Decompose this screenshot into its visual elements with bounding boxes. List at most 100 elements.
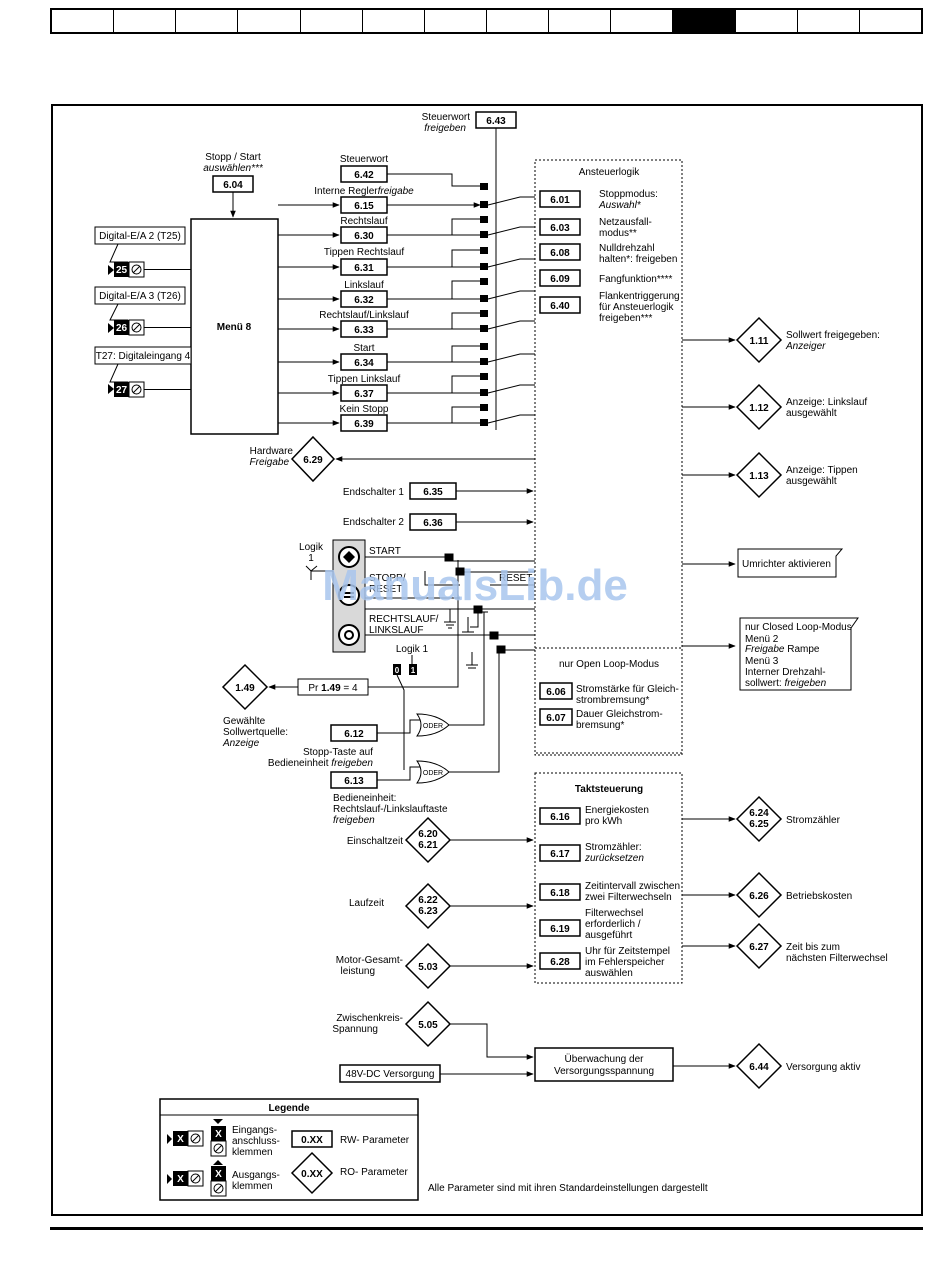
svg-text:Auswahl*: Auswahl*: [598, 200, 642, 211]
svg-text:im Fehlerspeicher: im Fehlerspeicher: [585, 957, 665, 968]
svg-text:6.16: 6.16: [550, 812, 570, 823]
svg-text:6.20: 6.20: [418, 829, 438, 840]
param-6-18: 6.18 Zeitintervall zwischen zwei Filterw…: [539, 881, 680, 903]
svg-text:Ausgangs-: Ausgangs-: [232, 1170, 280, 1181]
svg-text:25: 25: [116, 265, 128, 276]
output-6-24-6-25: 6.24 6.25 Stromzähler: [735, 795, 841, 843]
input-6-31: Tippen Rechtslauf 6.31: [278, 247, 480, 276]
umrichter-aktivieren-box: [737, 548, 844, 578]
input-6-15: Interne Reglerfreigabe 6.15: [278, 186, 481, 214]
svg-text:T27: Digitaleingang 4: T27: Digitaleingang 4: [96, 351, 191, 362]
page-nav-tabs: [50, 8, 923, 34]
svg-text:für Ansteuerlogik: für Ansteuerlogik: [599, 302, 674, 313]
svg-text:halten*: freigeben: halten*: freigeben: [599, 254, 677, 265]
svg-text:27: 27: [116, 385, 128, 396]
svg-text:Fangfunktion****: Fangfunktion****: [599, 274, 672, 285]
svg-text:6.30: 6.30: [354, 231, 374, 242]
svg-text:6.28: 6.28: [550, 957, 570, 968]
svg-text:auswählen***: auswählen***: [203, 163, 264, 174]
svg-text:klemmen: klemmen: [232, 1147, 273, 1158]
nav-tab[interactable]: [487, 10, 550, 32]
svg-text:Anzeige: Tippen: Anzeige: Tippen: [786, 465, 858, 476]
svg-text:zwei Filterwechseln: zwei Filterwechseln: [585, 892, 672, 903]
svg-text:6.40: 6.40: [550, 301, 570, 312]
svg-text:Sollwertquelle:: Sollwertquelle:: [223, 727, 288, 738]
svg-text:Gewählte: Gewählte: [223, 716, 266, 727]
direction-key-icon[interactable]: [338, 624, 360, 646]
svg-text:Motor-Gesamt-: Motor-Gesamt-: [336, 955, 403, 966]
ansteuerlogik-title: Ansteuerlogik: [579, 167, 641, 178]
svg-text:Zeit bis zum: Zeit bis zum: [786, 942, 840, 953]
svg-text:6.43: 6.43: [486, 116, 506, 127]
svg-text:Eingangs-: Eingangs-: [232, 1125, 277, 1136]
svg-text:sollwert: freigeben: sollwert: freigeben: [745, 678, 827, 689]
param-6-16: 6.16 Energiekosten pro kWh: [539, 805, 649, 827]
svg-text:6.04: 6.04: [223, 180, 243, 191]
nav-tab-active[interactable]: [673, 10, 736, 32]
svg-text:Kein Stopp: Kein Stopp: [340, 404, 389, 415]
svg-text:ausgewählt: ausgewählt: [786, 408, 837, 419]
supply-monitor-box: Überwachung der Versorgungsspannung: [534, 1047, 736, 1082]
svg-text:48V-DC Versorgung: 48V-DC Versorgung: [346, 1069, 435, 1080]
nav-tab[interactable]: [798, 10, 860, 32]
svg-text:1: 1: [308, 553, 314, 564]
nav-tab[interactable]: [425, 10, 487, 32]
nav-tab[interactable]: [52, 10, 115, 32]
svg-text:X: X: [215, 1169, 222, 1180]
svg-text:nur Closed Loop-Modus: nur Closed Loop-Modus: [745, 622, 852, 633]
svg-text:6.33: 6.33: [354, 325, 374, 336]
svg-text:Menü 3: Menü 3: [745, 656, 779, 667]
svg-text:6.35: 6.35: [423, 487, 443, 498]
stop-reset-key-icon[interactable]: [338, 584, 360, 606]
svg-text:6.32: 6.32: [354, 295, 374, 306]
closed-loop-box: [739, 617, 859, 691]
nav-tab[interactable]: [549, 10, 612, 32]
svg-text:X: X: [177, 1174, 184, 1185]
output-6-27: 6.27 Zeit bis zum nächsten Filterwechsel: [735, 922, 888, 970]
svg-text:Bedieneinheit:: Bedieneinheit:: [333, 793, 396, 804]
nav-tab[interactable]: [301, 10, 363, 32]
svg-text:1.12: 1.12: [749, 403, 769, 414]
svg-text:X: X: [177, 1134, 184, 1145]
svg-text:6.31: 6.31: [354, 263, 374, 274]
svg-text:zurücksetzen: zurücksetzen: [584, 853, 644, 864]
svg-text:STOPP/: STOPP/: [369, 573, 406, 584]
menu-8-label: Menü 8: [217, 322, 252, 333]
svg-text:Zeitintervall zwischen: Zeitintervall zwischen: [585, 881, 680, 892]
svg-text:Energiekosten: Energiekosten: [585, 805, 649, 816]
nav-tab[interactable]: [176, 10, 239, 32]
switch-column: [480, 183, 488, 426]
svg-text:X: X: [215, 1129, 222, 1140]
svg-text:6.27: 6.27: [749, 942, 769, 953]
svg-text:6.23: 6.23: [418, 906, 438, 917]
nav-tab[interactable]: [736, 10, 798, 32]
svg-text:6.37: 6.37: [354, 389, 374, 400]
svg-text:Zwischenkreis-: Zwischenkreis-: [336, 1013, 403, 1024]
svg-text:nächsten Filterwechsel: nächsten Filterwechsel: [786, 953, 888, 964]
svg-text:Linkslauf: Linkslauf: [344, 280, 384, 291]
oder-gate-2: ODER: [423, 770, 443, 777]
input-6-33: Rechtslauf/Linkslauf 6.33: [278, 310, 480, 338]
input-6-37: Tippen Linkslauf 6.37: [278, 374, 480, 402]
svg-text:6.22: 6.22: [418, 895, 438, 906]
svg-text:strombremsung*: strombremsung*: [576, 695, 649, 706]
nav-tab[interactable]: [114, 10, 177, 32]
menu-8-block: [190, 218, 279, 435]
svg-text:START: START: [369, 546, 401, 557]
param-6-13: 6.13 Bedieneinheit: Rechtslauf-/Linkslau…: [330, 771, 448, 826]
footer-rule: [50, 1227, 923, 1230]
param-6-08: 6.08 Nulldrehzahl halten*: freigeben: [539, 243, 677, 265]
nav-tab[interactable]: [611, 10, 674, 32]
param-6-07: 6.07 Dauer Gleichstrom- bremsung*: [539, 708, 663, 731]
svg-text:5.03: 5.03: [418, 962, 438, 973]
svg-text:Rechtslauf: Rechtslauf: [340, 216, 387, 227]
svg-text:6.26: 6.26: [749, 891, 769, 902]
steuerwort-freigeben-label: Steuerwort: [422, 112, 471, 123]
svg-text:klemmen: klemmen: [232, 1181, 273, 1192]
nav-tab[interactable]: [238, 10, 301, 32]
nav-tab[interactable]: [363, 10, 425, 32]
svg-text:6.07: 6.07: [546, 713, 566, 724]
svg-text:1.11: 1.11: [750, 336, 769, 347]
svg-text:6.12: 6.12: [344, 729, 364, 740]
param-6-19: 6.19 Filterwechsel erforderlich / ausgef…: [539, 908, 643, 941]
